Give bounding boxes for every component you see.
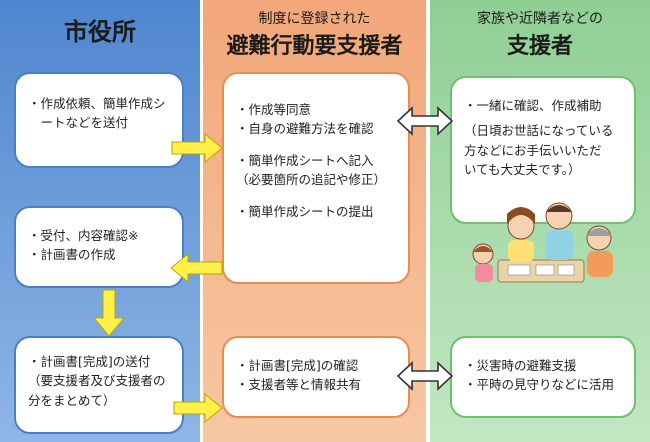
- arrow-right-icon: [173, 392, 223, 424]
- box-text-line: ・受付、内容確認※: [28, 228, 139, 243]
- family-group-illustration: [472, 202, 613, 283]
- box-text-line: ・計画書[完成]の送付: [28, 354, 151, 369]
- supporter-step-use-plan: ・災害時の避難支援 ・平時の見守りなどに活用: [450, 336, 636, 418]
- box-text-line: ・簡単作成シートの提出: [236, 203, 374, 219]
- box-text-line: ートなどを送付: [28, 115, 129, 131]
- box-text-line: ・計画書の作成: [28, 247, 116, 263]
- box-text-line: ・作成依頼、簡単作成シ: [28, 96, 166, 111]
- supporter-header: 支援者: [506, 34, 573, 59]
- box-text-line: 分をまとめて）: [28, 392, 116, 408]
- city-step-send-request: ・作成依頼、簡単作成シ ートなどを送付: [14, 72, 184, 168]
- box-text-line: （要支援者及び支援者の: [28, 373, 166, 389]
- box-text-line: ・平時の見守りなどに活用: [464, 377, 615, 393]
- double-arrow-icon: [396, 361, 454, 391]
- box-text-line: ・計画書[完成]の確認: [236, 358, 359, 373]
- box-text-line: 方などにお手伝いいただ: [464, 142, 602, 158]
- city-step-send-plan: ・計画書[完成]の送付 （要支援者及び支援者の 分をまとめて）: [14, 336, 184, 434]
- arrow-down-icon: [92, 289, 126, 337]
- box-text-line: ・作成等同意: [236, 102, 312, 117]
- person-step-confirm-plan: ・計画書[完成]の確認 ・支援者等と情報共有: [222, 336, 410, 418]
- box-text-line: （必要箇所の追記や修正）: [236, 172, 387, 188]
- arrow-right-icon: [171, 132, 223, 164]
- box-text-line: ・災害時の避難支援: [464, 358, 577, 373]
- arrow-left-icon: [170, 252, 223, 284]
- person-step-fill-sheet: ・作成等同意 ・自身の避難方法を確認 ・簡単作成シートへ記入 （必要箇所の追記や…: [222, 72, 410, 284]
- person-header: 避難行動要支援者: [226, 34, 403, 59]
- city-hall-header: 市役所: [64, 18, 136, 46]
- box-text-line: ・一緒に確認、作成補助: [464, 98, 602, 113]
- box-text-line: （日頃お世話になっている: [464, 123, 614, 139]
- box-text-line: ・自身の避難方法を確認: [236, 121, 374, 137]
- box-text-line: ・簡単作成シートへ記入: [236, 152, 374, 168]
- box-text-line: いても大丈夫です。）: [464, 162, 581, 178]
- supporter-step-assist: ・一緒に確認、作成補助 （日頃お世話になっている 方などにお手伝いいただ いても…: [450, 76, 636, 224]
- double-arrow-icon: [396, 106, 454, 136]
- person-header-subtitle: 制度に登録された: [258, 11, 371, 27]
- supporter-header-subtitle: 家族や近隣者などの: [477, 11, 603, 27]
- city-step-receive-confirm: ・受付、内容確認※ ・計画書の作成: [14, 206, 184, 288]
- box-text-line: ・支援者等と情報共有: [236, 377, 362, 393]
